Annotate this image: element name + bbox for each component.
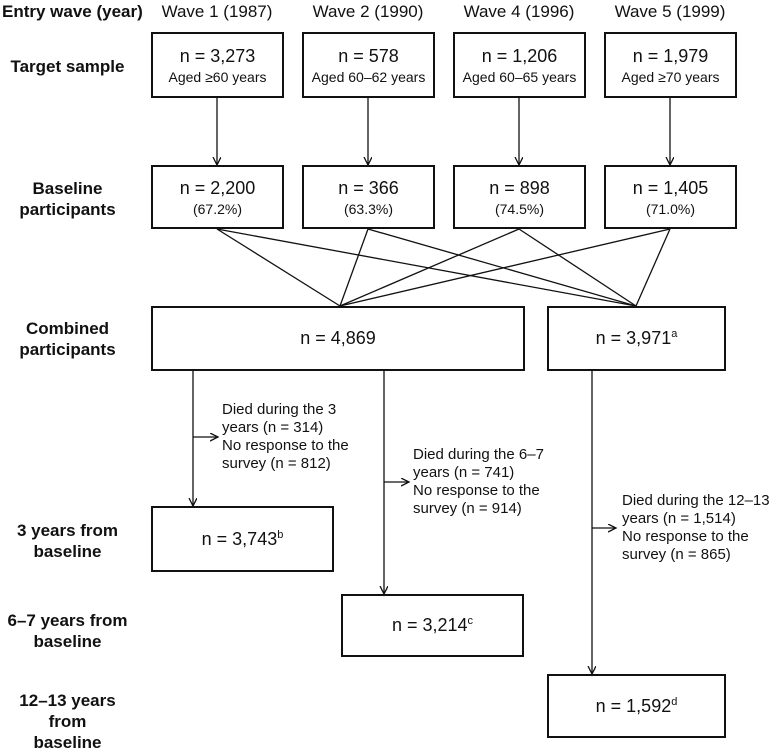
wave-1-header: Wave 1 (1987) <box>161 2 273 21</box>
baseline-box-wave-2: n = 366(63.3%) <box>302 165 435 229</box>
combined-participants-box: n = 4,869 <box>151 306 525 371</box>
wave-2-header: Wave 2 (1990) <box>312 2 424 21</box>
followup-box-12-13-years: n = 1,592d <box>547 674 726 738</box>
baseline-box-wave-5: n = 1,405(71.0%) <box>604 165 737 229</box>
entry-wave-header: Entry wave (year) <box>2 2 143 21</box>
wave-4-header: Wave 4 (1996) <box>463 2 575 21</box>
followup-box-3-years: n = 3,743b <box>151 506 334 572</box>
row-label-target: Target sample <box>10 57 125 76</box>
wave-5-header: Wave 5 (1999) <box>614 2 726 21</box>
followup-box-6-7-years: n = 3,214c <box>341 594 524 657</box>
combined-subset-box: n = 3,971a <box>547 306 726 371</box>
baseline-box-wave-4: n = 898(74.5%) <box>453 165 586 229</box>
baseline-box-wave-1: n = 2,200(67.2%) <box>151 165 284 229</box>
